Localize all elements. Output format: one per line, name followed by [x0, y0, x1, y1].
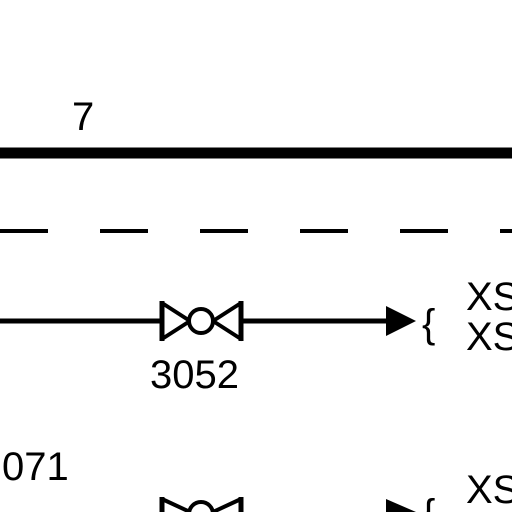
xs-label-top-2: XS — [466, 315, 512, 359]
flow-line-bottom — [159, 497, 416, 512]
line-label-7: 7 — [72, 95, 94, 139]
gate-valve-icon — [159, 497, 244, 512]
flow-line-3052: 3052 — [0, 301, 416, 397]
gate-valve-icon — [159, 301, 244, 341]
xs-label-bottom-1: XS — [466, 468, 512, 512]
flow-arrow-icon — [386, 306, 416, 336]
brace-icon: { — [422, 492, 435, 512]
valve-label-3052: 3052 — [150, 353, 239, 397]
label-071: 071 — [2, 445, 69, 489]
xs-label-top-1: XS — [466, 275, 512, 319]
brace-icon: { — [422, 302, 435, 346]
flow-arrow-icon — [386, 499, 416, 512]
